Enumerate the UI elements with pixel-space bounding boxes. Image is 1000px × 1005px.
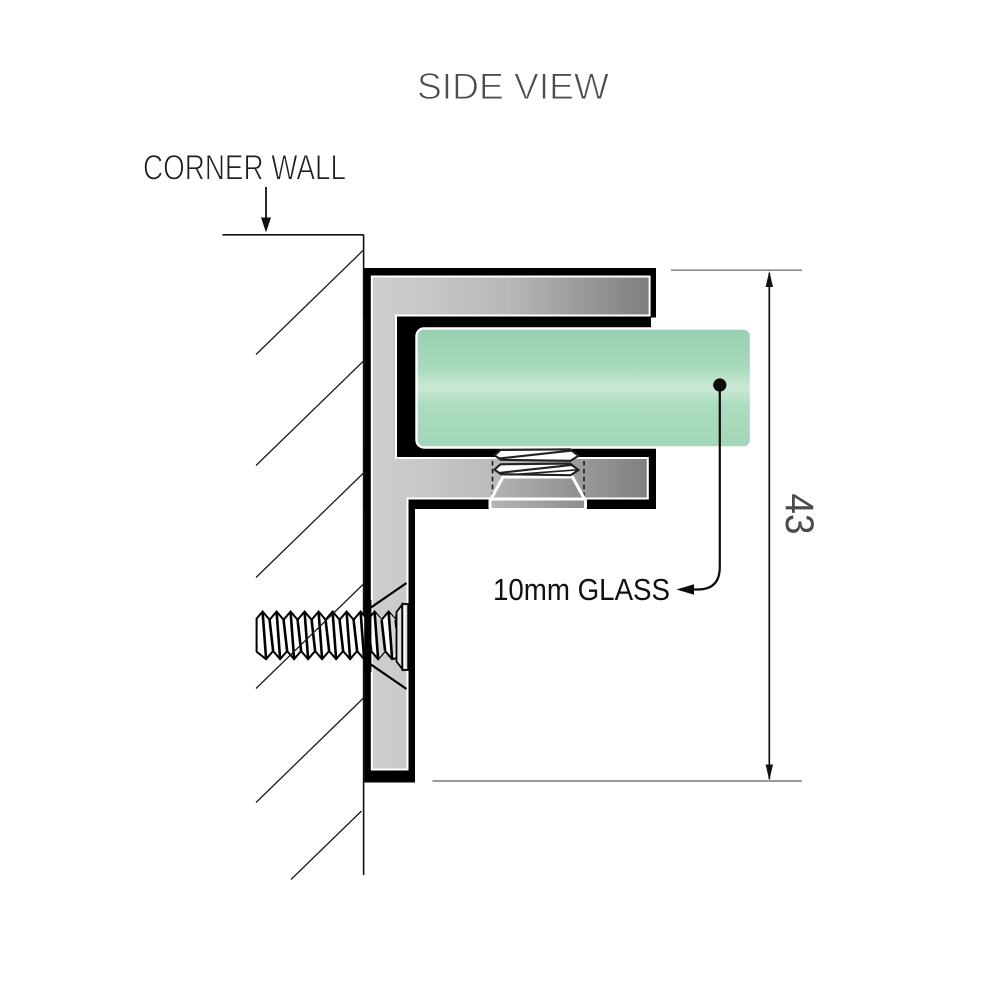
svg-text:CORNER WALL: CORNER WALL xyxy=(143,148,346,188)
svg-text:43: 43 xyxy=(777,494,821,535)
svg-text:10mm GLASS: 10mm GLASS xyxy=(493,573,670,607)
svg-text:SIDE VIEW: SIDE VIEW xyxy=(417,65,610,107)
